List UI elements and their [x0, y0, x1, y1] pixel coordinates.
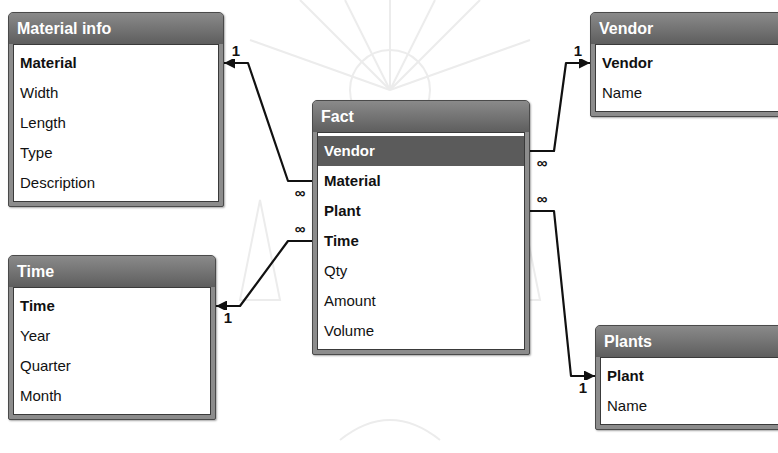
watermark-rays [240, 0, 540, 440]
key-field: Time [14, 291, 210, 321]
relationship-line [530, 211, 595, 376]
cardinality-mark: ∞ [294, 221, 307, 237]
cardinality-mark: ∞ [294, 185, 307, 201]
table-box: TimeTimeYearQuarterMonth [8, 255, 216, 420]
cardinality-mark: 1 [573, 43, 583, 59]
cardinality-mark: ∞ [536, 191, 549, 207]
relationship-line [530, 63, 590, 151]
field-name: Width [14, 78, 218, 108]
field-list: MaterialWidthLengthTypeDescription [13, 44, 219, 202]
cardinality-mark: 1 [223, 310, 233, 326]
field-name: Qty [318, 256, 524, 286]
field-list: TimeYearQuarterMonth [13, 287, 211, 415]
table-box: PlantsPlantName [595, 325, 778, 430]
key-field: Material [14, 48, 218, 78]
key-field: Vendor [596, 48, 778, 78]
table-box: VendorVendorName [590, 12, 778, 117]
key-field: Plant [318, 196, 524, 226]
cardinality-mark: 1 [231, 43, 241, 59]
table-box: FactVendorMaterialPlantTimeQtyAmountVolu… [312, 100, 530, 355]
field-name: Description [14, 168, 218, 198]
key-field: Time [318, 226, 524, 256]
field-name: Type [14, 138, 218, 168]
table-title: Fact [313, 101, 529, 132]
field-name: Month [14, 381, 210, 411]
relationship-line [224, 63, 312, 181]
field-name: Name [596, 78, 778, 108]
cardinality-mark: ∞ [536, 155, 549, 171]
key-field: Material [318, 166, 524, 196]
field-name: Amount [318, 286, 524, 316]
key-field: Plant [601, 361, 778, 391]
field-name: Year [14, 321, 210, 351]
field-name: Quarter [14, 351, 210, 381]
field-name: Length [14, 108, 218, 138]
table-title: Plants [596, 326, 778, 357]
field-list: VendorMaterialPlantTimeQtyAmountVolume [317, 132, 525, 350]
table-title: Material info [9, 13, 223, 44]
field-list: VendorName [595, 44, 778, 112]
key-field: Vendor [318, 136, 524, 166]
field-name: Name [601, 391, 778, 421]
cardinality-mark: 1 [578, 380, 588, 396]
field-list: PlantName [600, 357, 778, 425]
table-box: Material infoMaterialWidthLengthTypeDesc… [8, 12, 224, 207]
relationship-line [216, 241, 312, 306]
table-title: Vendor [591, 13, 778, 44]
table-title: Time [9, 256, 215, 287]
field-name: Volume [318, 316, 524, 346]
